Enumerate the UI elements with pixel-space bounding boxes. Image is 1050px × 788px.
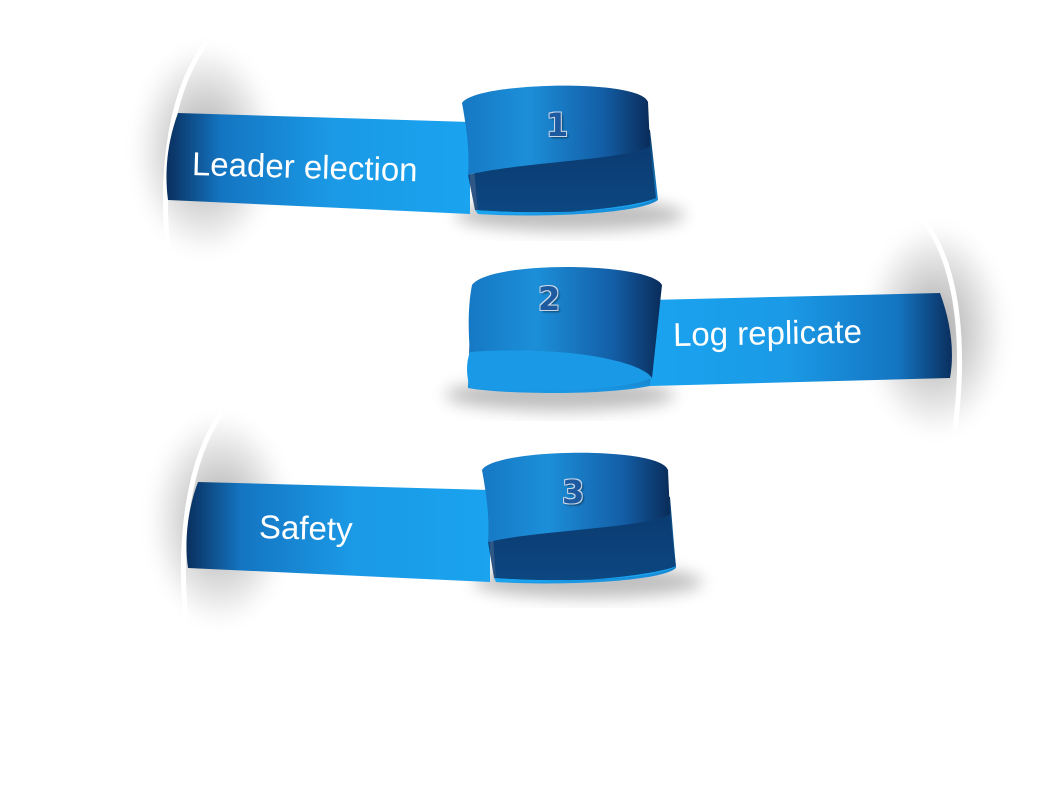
- step-3-number: 3: [562, 473, 585, 511]
- paper-curl-1: [162, 38, 210, 251]
- loop-front-lip-1: [468, 146, 656, 213]
- paper-curl-2: [922, 220, 963, 431]
- ribbon-step-3: [150, 410, 703, 625]
- ribbon-step-1: [135, 38, 685, 255]
- step-1-label: Leader election: [191, 145, 419, 189]
- ribbon-band-2: [650, 293, 952, 386]
- loop-outer-3: [482, 452, 670, 542]
- step-3-label: Safety: [258, 508, 354, 548]
- ribbon-band-1: [166, 113, 470, 214]
- paper-curl-3: [180, 410, 225, 623]
- loop-outer-2: [468, 266, 662, 378]
- step-2-label: Log replicate: [672, 312, 863, 353]
- ribbon-step-2: [445, 220, 1005, 435]
- loop-outer-1: [462, 85, 650, 175]
- step-2-number: 2: [538, 280, 561, 318]
- step-1-number: 1: [546, 106, 569, 144]
- ribbon-band-3: [186, 482, 490, 582]
